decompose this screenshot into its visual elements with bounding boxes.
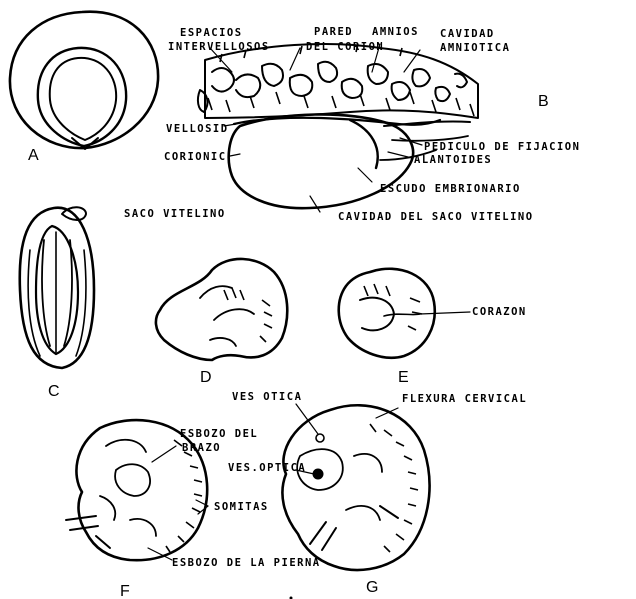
label-pediculo: PEDICULO DE FIJACION	[424, 141, 580, 153]
label-vellosid: VELLOSID	[166, 123, 229, 135]
panel-label-e: E	[398, 369, 409, 386]
figure-a-blastocyst	[10, 12, 158, 149]
figure-e-somites	[364, 284, 422, 330]
panel-label-d: D	[200, 369, 212, 386]
figure-d-embryo	[156, 259, 287, 360]
label-pared: PARED	[314, 26, 353, 38]
label-esbozo-pierna: ESBOZO DE LA PIERNA	[172, 557, 321, 569]
panel-label-f: F	[120, 583, 130, 599]
figure-g-embryo	[282, 405, 429, 570]
label-corionic: CORIONIC	[164, 151, 227, 163]
panel-label-b: B	[538, 93, 549, 110]
figure-f-somites	[166, 440, 202, 552]
label-cavidad: CAVIDAD	[440, 28, 495, 40]
label-corazon: CORAZON	[472, 306, 527, 318]
label-alantoides: ALANTOIDES	[414, 154, 492, 166]
label-esbozo-brazo-2: BRAZO	[182, 442, 221, 454]
label-cavidad-saco: CAVIDAD DEL SACO VITELINO	[338, 211, 534, 223]
label-escudo: ESCUDO EMBRIONARIO	[380, 183, 521, 195]
figure-f-leader-lines	[148, 446, 208, 560]
figure-g-leader-lines	[296, 404, 398, 474]
label-saco-vitelino: SACO VITELINO	[124, 208, 226, 220]
label-somitas: SOMITAS	[214, 501, 269, 513]
label-ves-otica: VES OTICA	[232, 391, 302, 403]
label-del-corion: DEL CORION	[306, 41, 384, 53]
label-espacios: ESPACIOS	[180, 27, 243, 39]
label-amniotica: AMNIOTICA	[440, 42, 510, 54]
label-esbozo-brazo-1: ESBOZO DEL	[180, 428, 258, 440]
panel-label-g: G	[366, 579, 378, 596]
figure-d-somites	[224, 288, 272, 342]
panel-label-c: C	[48, 383, 60, 400]
figure-g-somites	[370, 424, 418, 552]
label-ves-optica: VES.OPTICA	[228, 462, 306, 474]
label-flexura: FLEXURA CERVICAL	[402, 393, 527, 405]
figure-c-embryonic-disc	[20, 207, 94, 368]
label-amnios: AMNIOS	[372, 26, 419, 38]
panel-label-a: A	[28, 147, 39, 164]
label-intervellosos: INTERVELLOSOS	[168, 41, 270, 53]
